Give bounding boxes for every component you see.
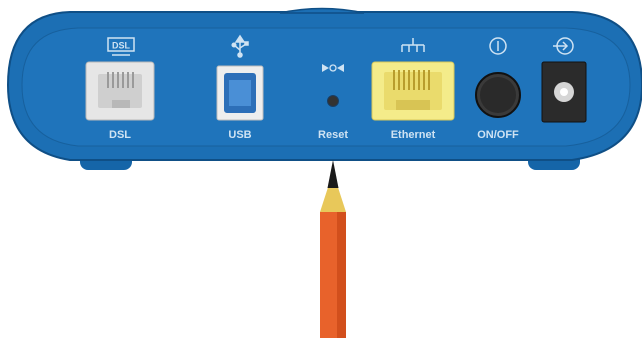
usb-port[interactable] <box>217 66 263 120</box>
reset-button-hole[interactable] <box>328 96 339 107</box>
svg-text:DSL: DSL <box>112 41 131 51</box>
port-label-onoff: ON/OFF <box>477 129 519 141</box>
pencil-tip <box>328 160 339 188</box>
pencil <box>320 160 346 338</box>
port-label-reset: Reset <box>318 129 348 141</box>
port-label-dsl: DSL <box>109 129 131 141</box>
ethernet-port[interactable] <box>372 62 454 120</box>
pencil-body-shade <box>337 212 346 338</box>
router-top-bump <box>280 9 364 14</box>
port-label-usb: USB <box>228 129 251 141</box>
power-input-jack[interactable] <box>542 62 586 122</box>
port-label-ethernet: Ethernet <box>391 129 436 141</box>
power-button[interactable] <box>476 73 520 117</box>
dsl-port[interactable] <box>86 62 154 120</box>
